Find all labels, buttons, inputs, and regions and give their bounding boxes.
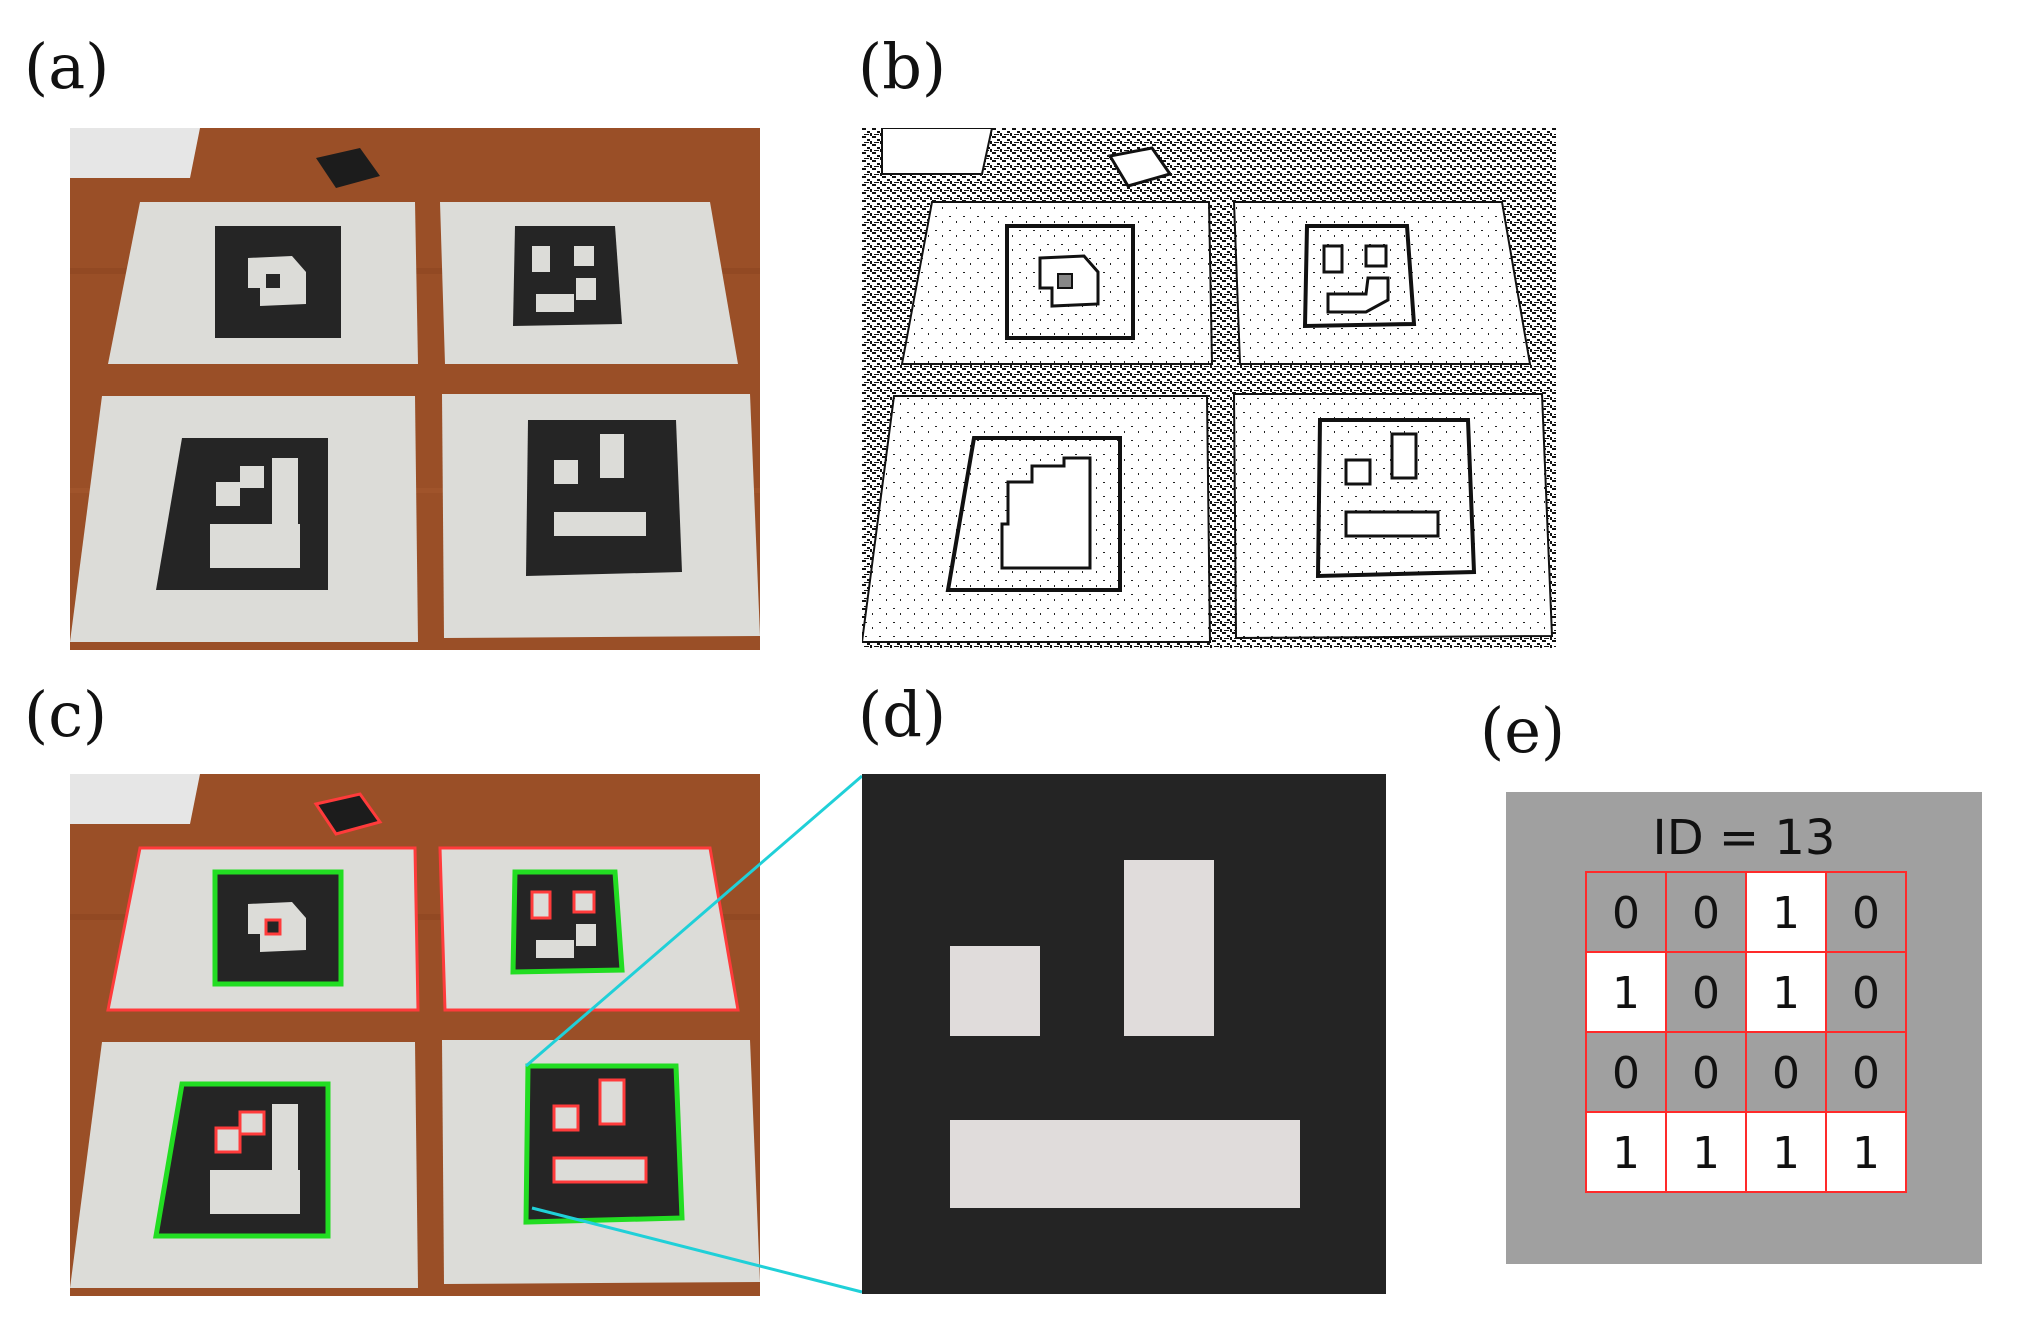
bit-value: 1 [1692, 1128, 1720, 1179]
panel-a-photo [70, 128, 760, 650]
bit-value: 1 [1612, 968, 1640, 1019]
bit-value: 0 [1612, 888, 1640, 939]
bit-cell [1825, 871, 1907, 953]
bit-cell [1665, 951, 1747, 1033]
panel-d-marker-zoom [862, 774, 1386, 1294]
bit-cell [1745, 871, 1827, 953]
panel-e-bit-grid: ID = 13 0 0 1 0 1 0 1 0 0 0 0 0 1 1 1 1 [1506, 792, 1982, 1264]
bit-value: 1 [1612, 1128, 1640, 1179]
bit-cell [1585, 1111, 1667, 1193]
bit-value: 0 [1852, 1048, 1880, 1099]
bit-value: 1 [1852, 1128, 1880, 1179]
bit-grid: 0 0 1 0 1 0 1 0 0 0 0 0 1 1 1 1 [1585, 871, 1907, 1193]
bit-cell [1825, 1111, 1907, 1193]
bit-cell [1665, 1111, 1747, 1193]
bit-value: 0 [1692, 968, 1720, 1019]
bit-value: 0 [1772, 1048, 1800, 1099]
bit-value: 0 [1612, 1048, 1640, 1099]
bit-value: 1 [1772, 888, 1800, 939]
panel-label-b: (b) [858, 30, 947, 103]
bit-value: 1 [1772, 968, 1800, 1019]
panel-c-detection [70, 774, 760, 1296]
bit-cell [1745, 951, 1827, 1033]
panel-b-threshold [862, 128, 1556, 648]
panel-label-e: (e) [1480, 694, 1566, 767]
bit-cell [1665, 1031, 1747, 1113]
bit-value: 1 [1772, 1128, 1800, 1179]
bit-value: 0 [1692, 1048, 1720, 1099]
panel-label-c: (c) [24, 678, 108, 751]
marker-id-label: ID = 13 [1653, 810, 1836, 866]
panel-label-d: (d) [858, 678, 947, 751]
bit-cell [1585, 1031, 1667, 1113]
bit-value: 0 [1692, 888, 1720, 939]
panel-label-a: (a) [24, 30, 110, 103]
bit-cell [1745, 1031, 1827, 1113]
bit-cell [1585, 871, 1667, 953]
bit-cell [1585, 951, 1667, 1033]
bit-value: 0 [1852, 888, 1880, 939]
bit-cell [1745, 1111, 1827, 1193]
bit-value: 0 [1852, 968, 1880, 1019]
bit-cell [1825, 951, 1907, 1033]
